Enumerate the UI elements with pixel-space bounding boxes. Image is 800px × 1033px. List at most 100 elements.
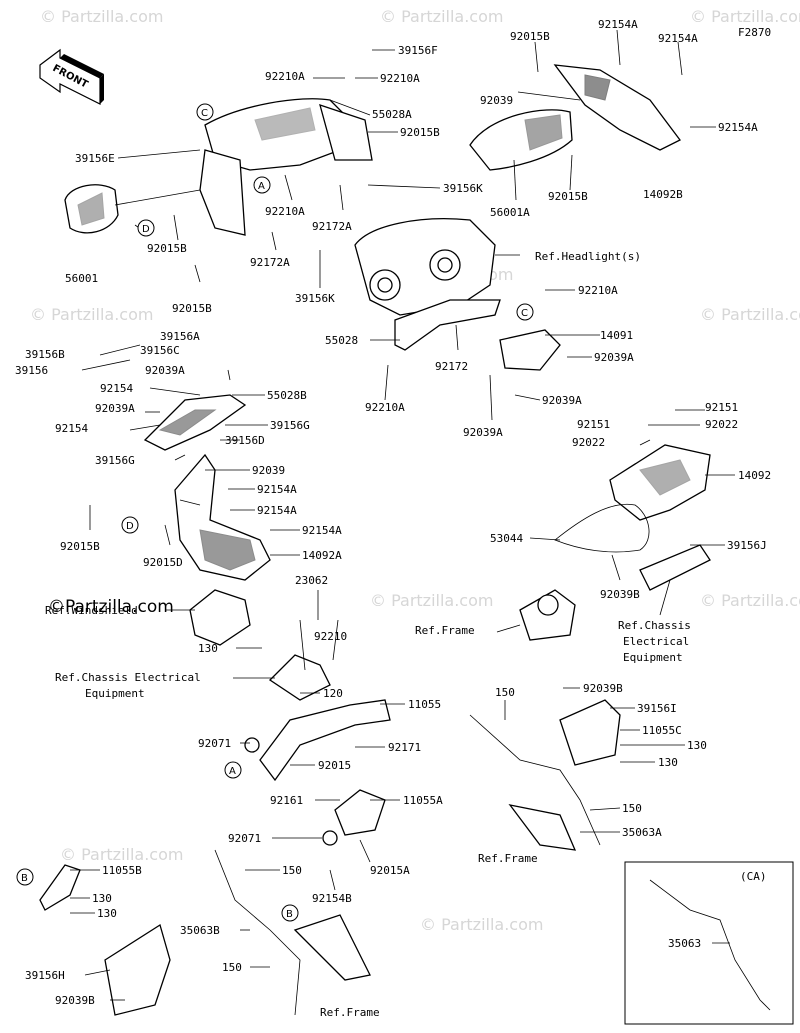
part-label: 150 [495, 686, 515, 699]
part-label: 92039A [463, 426, 503, 439]
cover-14091 [499, 329, 561, 371]
mirror-56001A [469, 109, 573, 171]
inner-cover-left [199, 149, 246, 236]
part-label: 35063B [180, 924, 220, 937]
part-label: 92015B [400, 126, 440, 139]
trim-39156 [81, 344, 141, 371]
part-label: 11055B [102, 864, 142, 877]
part-label: 130 [198, 642, 218, 655]
callout-D: D [121, 516, 139, 534]
callout-B: B [281, 904, 299, 922]
part-label: 39156E [75, 152, 115, 165]
part-label: 130 [658, 756, 678, 769]
part-label: 130 [92, 892, 112, 905]
bracket-55028 [394, 299, 501, 351]
part-label: 92015B [60, 540, 100, 553]
part-label: 14092B [643, 188, 683, 201]
svg-text:B: B [21, 873, 28, 884]
callout-D: D [137, 219, 155, 237]
watermark: © Partzilla.com [380, 7, 503, 26]
bracket-39156I [559, 699, 621, 766]
callout-A: A [253, 176, 271, 194]
part-label: 92015B [510, 30, 550, 43]
part-label: Ref.Frame [415, 624, 475, 637]
part-label: 14091 [600, 329, 633, 342]
seal-53044 [554, 503, 650, 553]
part-label: 39156B [25, 348, 65, 361]
part-label: 92015B [147, 242, 187, 255]
part-label: 92210A [365, 401, 405, 414]
part-label: 92071 [228, 832, 261, 845]
watermark: © Partzilla.com [40, 7, 163, 26]
part-label: 92039B [583, 682, 623, 695]
callout-C: C [516, 303, 534, 321]
part-label: 130 [97, 907, 117, 920]
part-label: 92039 [252, 464, 285, 477]
part-label: Ref.Chassis [618, 619, 691, 632]
part-label: 92039A [145, 364, 185, 377]
part-label: Electrical [623, 635, 689, 648]
watermark: © Partzilla.com [700, 305, 800, 324]
stay-35063B [214, 849, 371, 1016]
part-labels: 39156F 92210A 92210A 92015B 92154A 92154… [15, 18, 771, 1019]
part-label: 35063A [622, 826, 662, 839]
headlight-assembly [354, 218, 496, 316]
svg-text:A: A [258, 181, 265, 192]
part-label: 92039B [55, 994, 95, 1007]
part-label: 39156H [25, 969, 65, 982]
part-label: 92071 [198, 737, 231, 750]
part-label: 92015B [172, 302, 212, 315]
part-label: 39156K [443, 182, 483, 195]
part-label: 11055C [642, 724, 682, 737]
part-label: 92022 [572, 436, 605, 449]
part-label: 150 [282, 864, 302, 877]
watermark-brand: ©Partzilla.com [48, 597, 174, 617]
part-label: 39156K [295, 292, 335, 305]
leader-lines [70, 29, 735, 1001]
watermarks: © Partzilla.com © Partzilla.com © Partzi… [30, 7, 800, 934]
part-label: Ref.Chassis Electrical [55, 671, 201, 684]
part-label: 92039 [480, 94, 513, 107]
part-label: 92172A [312, 220, 352, 233]
panel-39156H [104, 923, 171, 1016]
watermark: © Partzilla.com [420, 915, 543, 934]
part-label: 130 [687, 739, 707, 752]
part-label: 35063 [668, 937, 701, 950]
frame-head-pipe [519, 589, 576, 641]
part-label: 92039A [542, 394, 582, 407]
part-label: Ref.Windshield [45, 604, 138, 617]
part-label: 92154A [302, 524, 342, 537]
part-label: 92172A [250, 256, 290, 269]
part-label: 39156A [160, 330, 200, 343]
watermark: © Partzilla.com [30, 305, 153, 324]
part-label: 92172 [435, 360, 468, 373]
part-label: 92210A [265, 205, 305, 218]
part-label: 92154 [55, 422, 88, 435]
front-arrow-icon: FRONT [39, 48, 104, 105]
part-label: 92015 [318, 759, 351, 772]
callout-A: A [224, 761, 242, 779]
stay-35063A [469, 714, 601, 851]
svg-text:C: C [521, 308, 528, 319]
part-label: 92154A [257, 483, 297, 496]
svg-text:A: A [229, 766, 236, 777]
part-label: 150 [222, 961, 242, 974]
part-label: 39156C [140, 344, 180, 357]
part-label: Ref.Frame [478, 852, 538, 865]
part-label: 92039A [594, 351, 634, 364]
part-label: 92161 [270, 794, 303, 807]
part-label: 92210A [380, 72, 420, 85]
part-label: 39156D [225, 434, 265, 447]
part-label: 14092 [738, 469, 771, 482]
stay-11055A [322, 789, 386, 846]
part-label: 92210 [314, 630, 347, 643]
side-cowl-14092B [553, 64, 681, 151]
svg-text:B: B [286, 909, 293, 920]
watermark: © Partzilla.com [690, 7, 800, 26]
part-label: 55028 [325, 334, 358, 347]
part-label: 55028B [267, 389, 307, 402]
svg-text:D: D [142, 224, 150, 235]
part-label: 92210A [265, 70, 305, 83]
callout-B: B [16, 868, 34, 886]
part-label: Ref.Frame [320, 1006, 380, 1019]
